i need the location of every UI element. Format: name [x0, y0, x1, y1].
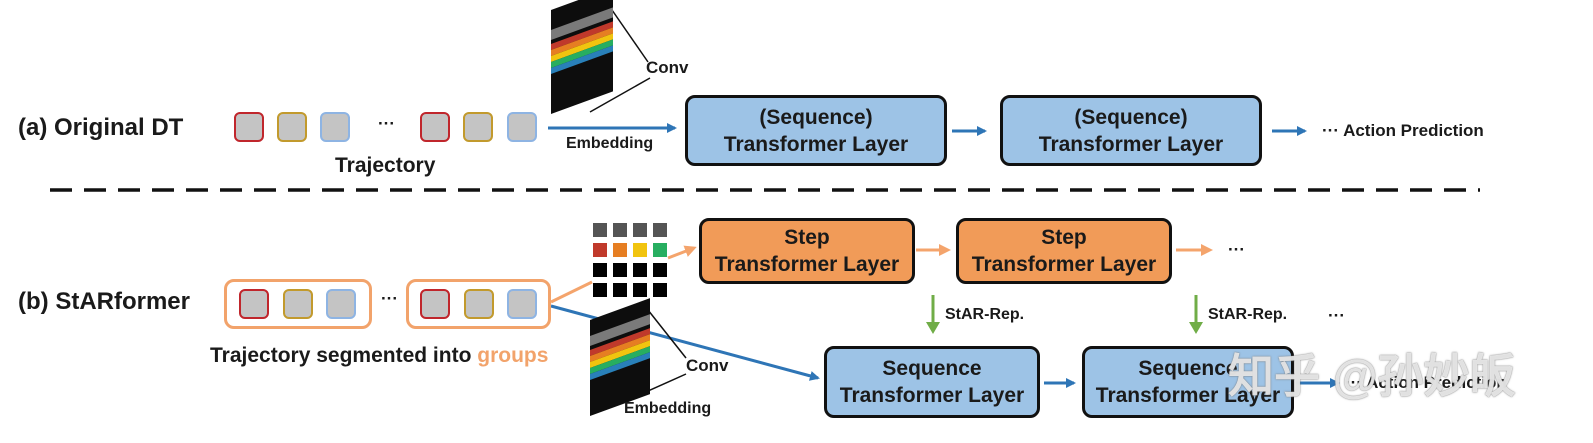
layer-line2: Transformer Layer: [1095, 384, 1281, 407]
layer-line1: (Sequence): [759, 105, 873, 129]
token-state: [464, 289, 494, 319]
step-ellipsis: ···: [1228, 240, 1245, 259]
token-action: [507, 112, 537, 142]
group-caption-highlight: groups: [477, 344, 549, 367]
trajectory-group-2: [406, 279, 551, 329]
layer-line2: Transformer Layer: [723, 132, 909, 156]
step-transformer-layer-2: Step Transformer Layer: [956, 218, 1172, 284]
sequence-transformer-layer-b2: Sequence Transformer Layer: [1082, 346, 1294, 418]
layer-line1: Step: [784, 226, 830, 249]
token-action: [326, 289, 356, 319]
watermark: 知乎 @孙妙皈: [1228, 350, 1516, 402]
ellipsis-b: ···: [381, 289, 398, 308]
ellipsis-a: ···: [378, 114, 395, 133]
token-return: [420, 112, 450, 142]
action-prediction-label-b: ··· Action Prediction: [1345, 373, 1507, 392]
conv-label-b: Conv: [686, 356, 729, 375]
token-return: [420, 289, 450, 319]
star-rep-ellipsis: ···: [1328, 306, 1345, 325]
action-prediction-label-a: ··· Action Prediction: [1322, 121, 1484, 140]
star-rep-arrowhead-2: [1189, 322, 1203, 334]
token-action: [507, 289, 537, 319]
layer-line1: Sequence: [882, 357, 982, 380]
conv-label-a: Conv: [646, 58, 689, 77]
layer-line1: Sequence: [1138, 357, 1238, 380]
grid-to-step-arrow: [667, 245, 697, 260]
trajectory-label: Trajectory: [335, 154, 436, 177]
layer-line2: Transformer Layer: [839, 384, 1025, 407]
layer-line2: Transformer Layer: [971, 253, 1157, 276]
star-rep-label-2: StAR-Rep.: [1208, 306, 1288, 323]
embedding-label-a: Embedding: [566, 135, 654, 152]
sequence-transformer-layer-b1: Sequence Transformer Layer: [824, 346, 1040, 418]
token-return: [234, 112, 264, 142]
sequence-transformer-layer-a2: (Sequence) Transformer Layer: [1000, 95, 1262, 166]
embedding-label-b: Embedding: [624, 400, 712, 417]
star-rep-arrowhead-1: [926, 322, 940, 334]
layer-line1: (Sequence): [1074, 105, 1188, 129]
token-action: [320, 112, 350, 142]
star-rep-label-1: StAR-Rep.: [945, 306, 1025, 323]
patch-grid-image: [593, 223, 667, 299]
layer-line2: Transformer Layer: [714, 253, 900, 276]
layer-line2: Transformer Layer: [1038, 132, 1224, 156]
token-state: [463, 112, 493, 142]
layer-line1: Step: [1041, 226, 1087, 249]
token-state: [277, 112, 307, 142]
step-transformer-layer-1: Step Transformer Layer: [699, 218, 915, 284]
group-to-grid-line: [550, 280, 593, 304]
trajectory-group-1: [224, 279, 372, 329]
section-b-title: (b) StARformer: [18, 288, 190, 315]
conv-leader-line-a2: [589, 77, 651, 113]
conv-leader-line-b1: [647, 309, 687, 359]
sequence-transformer-layer-a1: (Sequence) Transformer Layer: [685, 95, 947, 166]
token-state: [283, 289, 313, 319]
group-caption: Trajectory segmented into groups: [210, 344, 548, 368]
conv-leader-line-a1: [611, 9, 649, 63]
group-caption-text: Trajectory segmented into: [210, 344, 478, 367]
section-a-title: (a) Original DT: [18, 114, 184, 141]
token-return: [239, 289, 269, 319]
